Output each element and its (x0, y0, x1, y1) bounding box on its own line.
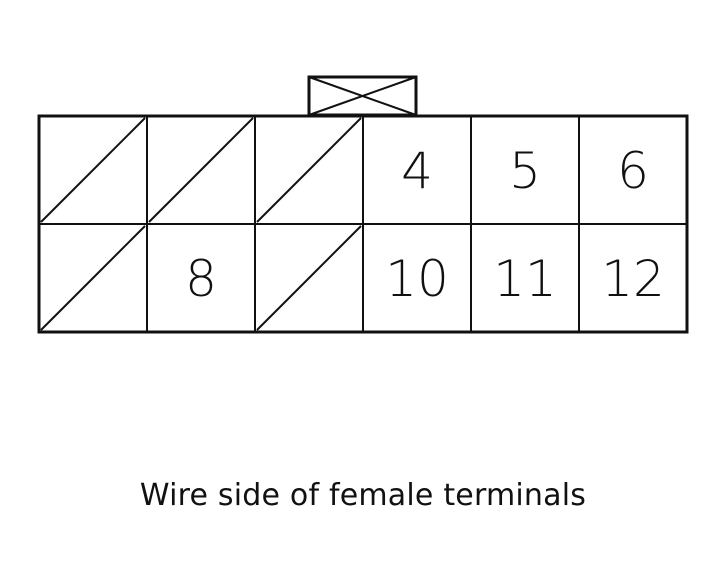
cell-border (578, 223, 688, 333)
cavity-slash (256, 117, 362, 223)
terminal-cell: 5 (470, 115, 580, 225)
terminal-number: 11 (493, 250, 557, 308)
empty-cavity (38, 223, 148, 333)
terminal-number: 8 (185, 250, 217, 308)
terminal-number: 10 (385, 250, 449, 308)
terminal-cell: 6 (578, 115, 688, 225)
terminal-cell: 8 (146, 223, 256, 333)
terminal-number: 6 (617, 142, 649, 200)
terminal-cell: 4 (362, 115, 472, 225)
terminal-number: 12 (601, 250, 665, 308)
cavity-slash (148, 117, 254, 223)
cavity-slash (256, 225, 362, 331)
terminal-number: 5 (509, 142, 541, 200)
terminal-cell: 12 (578, 223, 688, 333)
empty-cavity (254, 115, 364, 225)
terminal-cell: 10 (362, 223, 472, 333)
terminal-number: 4 (401, 142, 433, 200)
cavity-slash (40, 117, 146, 223)
empty-cavity (254, 223, 364, 333)
diagram-caption: Wire side of female terminals (139, 478, 587, 513)
empty-cavity (38, 115, 148, 225)
cavity-slash (40, 225, 146, 331)
locking-tab (307, 75, 418, 117)
empty-cavity (146, 115, 256, 225)
terminal-cell: 11 (470, 223, 580, 333)
terminal-grid: 4 5 6 8 10 11 12 (38, 115, 688, 333)
